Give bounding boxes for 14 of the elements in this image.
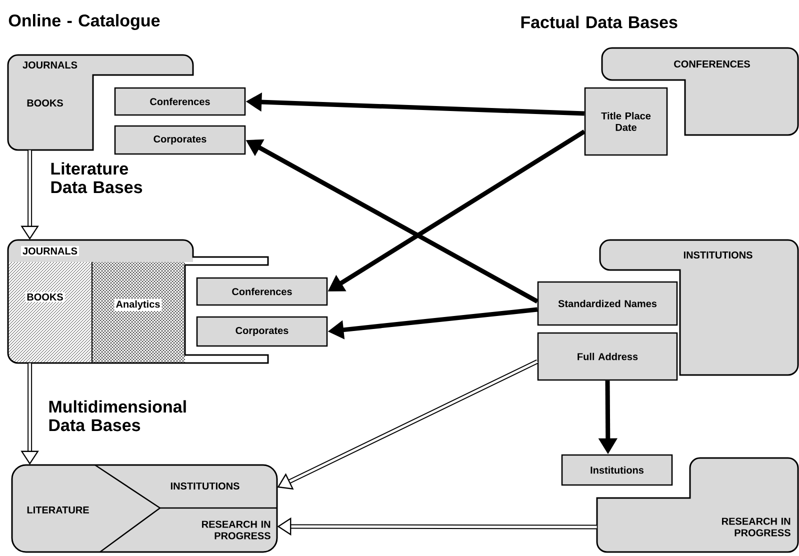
record-box: Title Place Date (584, 87, 668, 156)
record-box: Conferences (114, 87, 246, 116)
record-box: Corporates (114, 125, 246, 155)
record-box: Institutions (561, 454, 673, 486)
heading: Multidimensional Data Bases (49, 400, 186, 432)
record-box: Corporates (196, 316, 328, 347)
heading: Online - Catalogue (8, 14, 160, 30)
heading: Factual Data Bases (521, 16, 678, 28)
node-label: CONFERENCES (674, 60, 750, 68)
node-label: INSTITUTIONS (684, 251, 752, 259)
record-box: Standardized Names (537, 281, 678, 326)
heading: Literature Data Bases (51, 162, 142, 194)
record-box: Full Address (537, 332, 678, 381)
record-box: Conferences (196, 277, 328, 306)
